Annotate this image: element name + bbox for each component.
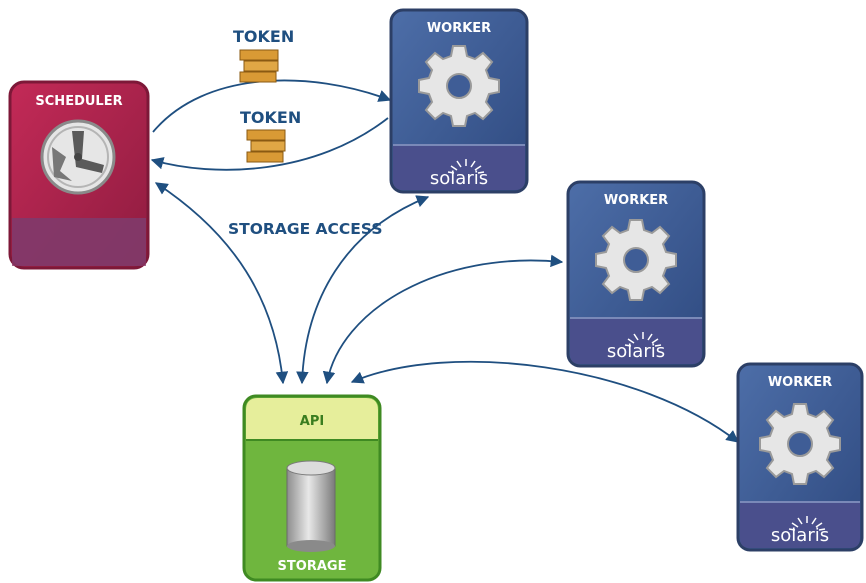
arrow-worker-3-storage	[350, 360, 739, 443]
solaris-logo-text: solaris	[771, 525, 829, 546]
gear-icon	[759, 403, 841, 485]
solaris-logo: solaris	[607, 331, 665, 362]
worker-title: WORKER	[604, 193, 668, 208]
token-icon	[239, 49, 279, 83]
worker-node-2: WORKER solaris	[566, 180, 706, 368]
arrow-worker-2-storage	[322, 254, 564, 385]
worker-title: WORKER	[768, 375, 832, 390]
arrow-scheduler-storage	[154, 182, 289, 385]
scheduler-node: SCHEDULER	[8, 80, 150, 270]
storage-title: STORAGE	[278, 559, 347, 574]
solaris-logo-text: solaris	[607, 341, 665, 362]
arrow-worker-1-to-scheduler	[150, 117, 389, 171]
storage-node: API STORAGE	[242, 394, 382, 582]
solaris-logo: solaris	[430, 158, 488, 189]
token-bottom: TOKEN	[240, 108, 301, 163]
solaris-logo-text: solaris	[430, 168, 488, 189]
clock-icon	[40, 119, 116, 195]
gear-icon	[595, 219, 677, 301]
token-top: TOKEN	[233, 27, 294, 83]
worker-node-1: WORKER solaris	[389, 8, 529, 194]
gear-icon	[418, 45, 500, 127]
worker-title: WORKER	[427, 21, 491, 36]
token-bottom-label: TOKEN	[240, 108, 301, 127]
solaris-logo: solaris	[771, 515, 829, 546]
worker-node-3: WORKER solaris	[736, 362, 864, 552]
token-top-label: TOKEN	[233, 27, 294, 46]
api-header: API	[300, 414, 324, 429]
database-cylinder-icon	[286, 460, 336, 552]
scheduler-title: SCHEDULER	[35, 94, 122, 109]
storage-access-label: STORAGE ACCESS	[228, 220, 383, 238]
token-icon	[246, 129, 286, 163]
arrows	[150, 79, 739, 443]
